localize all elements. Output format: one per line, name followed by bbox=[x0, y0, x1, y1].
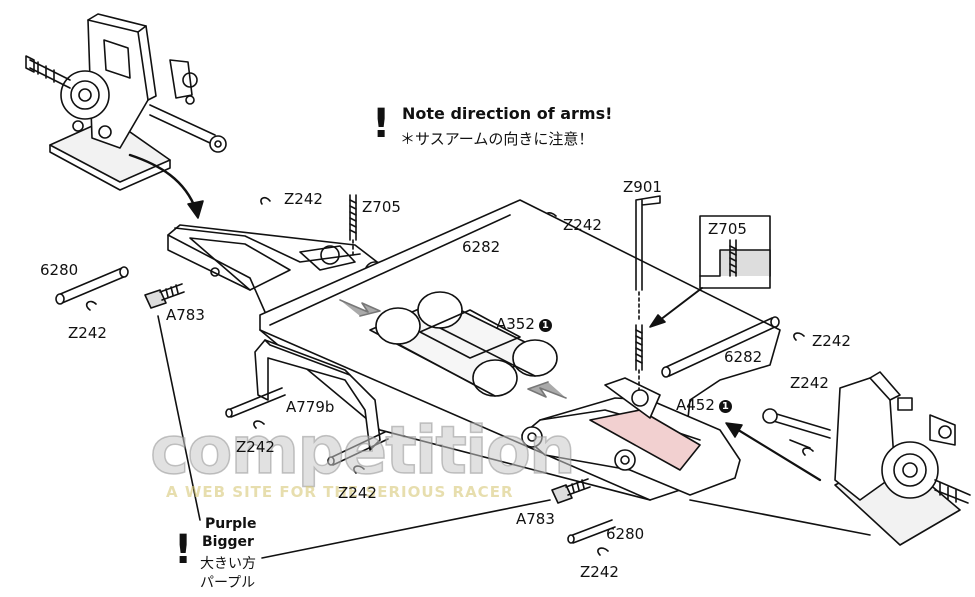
note-purple-en-2: Bigger bbox=[202, 534, 254, 550]
left-hub-assembly bbox=[25, 13, 227, 191]
step-badge: 1 bbox=[538, 319, 552, 332]
note-purple-jp-2: パープル bbox=[200, 575, 256, 591]
part-label-z242: Z242 bbox=[790, 374, 829, 392]
bracket-a779b bbox=[254, 339, 381, 451]
watermark-tagline: A WEB SITE FOR THE SERIOUS RACER bbox=[166, 483, 514, 501]
part-label-z242: Z242 bbox=[68, 324, 107, 342]
part-label-6280: 6280 bbox=[606, 525, 645, 543]
part-label-z242: Z242 bbox=[338, 484, 377, 502]
part-label-z705: Z705 bbox=[362, 198, 401, 216]
step-badge: 1 bbox=[718, 400, 732, 413]
part-label-z242: Z242 bbox=[580, 563, 619, 581]
part-label-6280: 6280 bbox=[40, 261, 79, 279]
note-arms-en: Note direction of arms! bbox=[402, 104, 613, 123]
warning-icon-purple: ! bbox=[174, 527, 193, 573]
screw-a783-left bbox=[144, 283, 185, 309]
inset-label-z705: Z705 bbox=[708, 220, 747, 238]
part-label-a779b: A779b bbox=[286, 398, 335, 416]
part-label-z242: Z242 bbox=[812, 332, 851, 350]
part-label-z242: Z242 bbox=[563, 216, 602, 234]
note-purple-en-1: Purple bbox=[205, 516, 257, 532]
part-label-a783: A783 bbox=[166, 306, 205, 324]
watermark-logo: competition bbox=[149, 411, 576, 490]
note-purple-jp-1: 大きい方 bbox=[200, 556, 256, 572]
part-label-z901: Z901 bbox=[623, 178, 662, 196]
part-label-z242: Z242 bbox=[236, 438, 275, 456]
right-hub-assembly bbox=[762, 371, 971, 546]
warning-icon: ! bbox=[372, 101, 391, 147]
part-label-6282: 6282 bbox=[724, 348, 763, 366]
note-arms-jp: ＊サスアームの向きに注意！ bbox=[400, 130, 594, 148]
rear-arm-right bbox=[521, 377, 741, 496]
part-label-a783: A783 bbox=[516, 510, 555, 528]
part-label-z242: Z242 bbox=[284, 190, 323, 208]
block-a352 bbox=[369, 291, 558, 397]
part-label-6282: 6282 bbox=[462, 238, 501, 256]
